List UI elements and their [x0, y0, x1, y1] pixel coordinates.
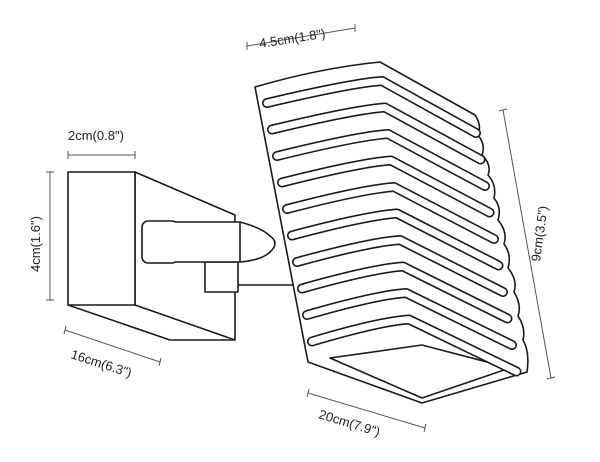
lamp-head	[254, 61, 529, 404]
dimension-lines	[46, 24, 556, 433]
cooling-fins	[262, 76, 522, 377]
base-height-label: 4cm(1.6")	[28, 216, 43, 272]
swivel-arm	[141, 220, 298, 293]
fin-slot	[293, 236, 507, 296]
head-width-label: 4.5cm(1.8")	[258, 26, 326, 51]
fin-slot	[278, 157, 493, 216]
fin-slot	[263, 77, 480, 137]
head-height-label: 9cm(3.5")	[528, 205, 551, 262]
fin-slot	[288, 210, 502, 269]
fin-slot	[298, 263, 511, 322]
fin-slot	[273, 130, 489, 190]
base-depth-label: 2cm(0.8")	[68, 128, 124, 143]
fin-slot	[303, 289, 516, 349]
fin-slot	[308, 316, 520, 375]
total-projection-label: 20cm(7.9")	[317, 407, 382, 440]
fin-slot	[268, 104, 484, 163]
base-length-label: 16cm(6.3")	[69, 347, 134, 381]
fin-slot	[283, 183, 498, 243]
